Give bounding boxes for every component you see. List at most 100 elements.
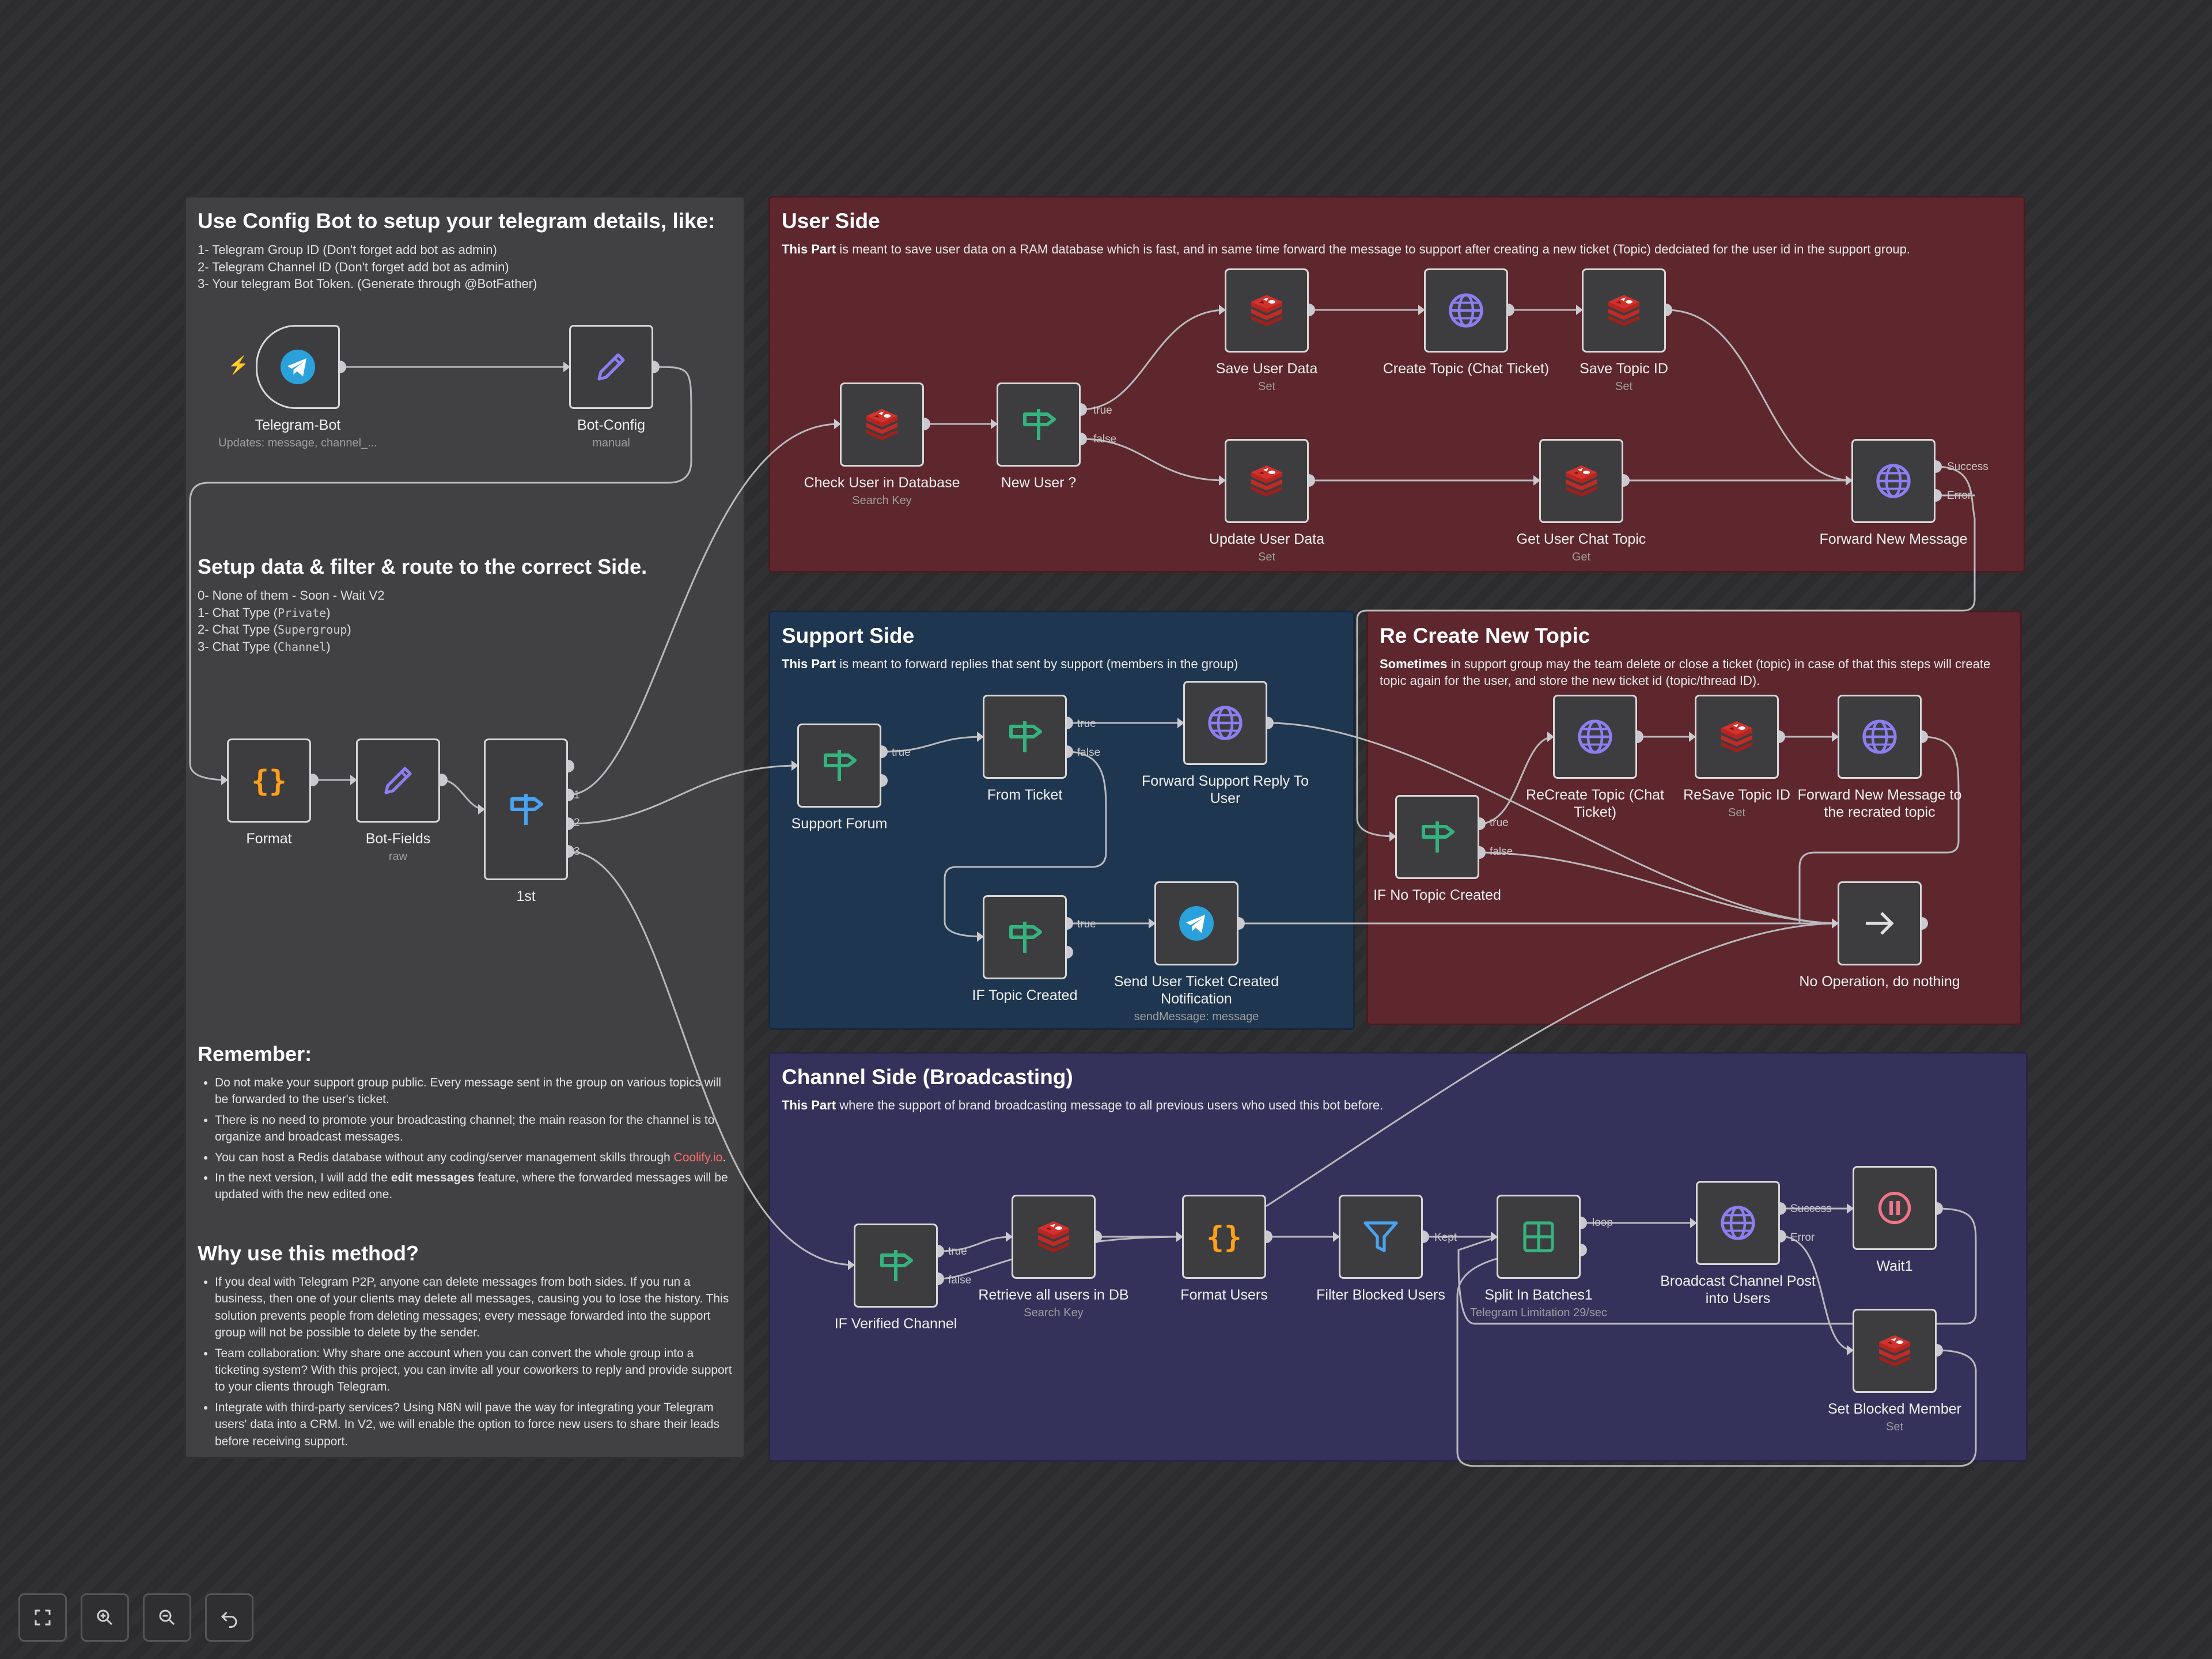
port-label-true: true bbox=[1077, 718, 1096, 730]
port-label-out3: 3 bbox=[574, 846, 580, 858]
arrow-right-icon bbox=[1859, 903, 1900, 944]
node-format-users[interactable]: {} Format Users bbox=[1180, 1195, 1268, 1303]
port-label-success: Success bbox=[1790, 1203, 1832, 1215]
node-forward-new[interactable]: Forward New Message bbox=[1819, 439, 1968, 547]
pencil-icon bbox=[377, 760, 419, 801]
setup-line: 0- None of them - Soon - Wait V2 bbox=[198, 588, 385, 603]
fit-button[interactable] bbox=[18, 1593, 67, 1642]
user-side-title: User Side bbox=[782, 209, 880, 233]
node-recreate-topic[interactable]: ReCreate Topic (Chat Ticket) bbox=[1526, 695, 1664, 820]
node-subtitle: Set bbox=[1257, 551, 1276, 563]
zoom-out-icon bbox=[157, 1607, 177, 1628]
sticky-user-side[interactable]: User Side This Part is meant to save use… bbox=[768, 196, 2025, 573]
node-label: Filter Blocked Users bbox=[1294, 1286, 1467, 1306]
svg-text:{}: {} bbox=[251, 764, 286, 798]
globe-icon bbox=[1873, 460, 1914, 502]
node-label: Save Topic ID Set bbox=[1537, 360, 1710, 393]
node-if-verified[interactable]: IF Verified Channel bbox=[835, 1224, 957, 1332]
user-side-desc: This Part is meant to save user data on … bbox=[782, 242, 1911, 256]
node-no-op[interactable]: No Operation, do nothing bbox=[1799, 881, 1960, 990]
node-label: IF Verified Channel bbox=[809, 1315, 982, 1335]
redis-icon bbox=[1560, 460, 1602, 502]
node-label: Format Users bbox=[1138, 1286, 1310, 1306]
node-subtitle: Updates: message, channel_... bbox=[218, 437, 377, 449]
node-if-topic-created[interactable]: IF Topic Created bbox=[972, 895, 1077, 1003]
node-subtitle: manual bbox=[592, 437, 630, 449]
globe-icon bbox=[1445, 290, 1487, 331]
node-title: Save Topic ID bbox=[1580, 361, 1668, 377]
node-title: Forward New Message to the recrated topi… bbox=[1797, 787, 1962, 820]
node-subtitle: Get bbox=[1571, 551, 1591, 563]
svg-text:{}: {} bbox=[1206, 1221, 1241, 1255]
node-support-forum[interactable]: Support Forum bbox=[791, 724, 887, 832]
braces-icon: {} bbox=[1203, 1216, 1245, 1257]
node-title: Set Blocked Member bbox=[1827, 1401, 1962, 1417]
node-filter-blocked[interactable]: Filter Blocked Users bbox=[1316, 1195, 1445, 1303]
node-title: New User ? bbox=[1001, 475, 1077, 491]
node-title: Create Topic (Chat Ticket) bbox=[1382, 361, 1550, 377]
node-format[interactable]: {}Format bbox=[227, 738, 311, 847]
undo-button[interactable] bbox=[205, 1593, 253, 1642]
port-label-out2: 2 bbox=[574, 817, 580, 829]
zoom-in-button[interactable] bbox=[81, 1593, 129, 1642]
port-label-false: false bbox=[948, 1274, 972, 1286]
node-label: Wait1 bbox=[1808, 1257, 1981, 1277]
switch-icon bbox=[505, 789, 547, 830]
node-subtitle: Set bbox=[1615, 380, 1633, 393]
setup-lines: 0- None of them - Soon - Wait V2 1- Chat… bbox=[198, 587, 732, 656]
node-title: Check User in Database bbox=[804, 475, 960, 491]
node-title: Telegram-Bot bbox=[255, 417, 341, 433]
node-label: Format bbox=[183, 830, 355, 850]
remember-item: Do not make your support group public. E… bbox=[215, 1074, 732, 1108]
port-label-true: true bbox=[1077, 918, 1096, 930]
node-first[interactable]: 1st bbox=[484, 738, 568, 904]
coolify-link[interactable]: Coolify.io bbox=[673, 1150, 723, 1164]
node-if-no-topic[interactable]: IF No Topic Created bbox=[1373, 795, 1501, 903]
node-wait1[interactable]: Wait1 bbox=[1853, 1166, 1937, 1274]
if-icon bbox=[1416, 816, 1458, 858]
node-label: Forward New Message to the recrated topi… bbox=[1793, 786, 1966, 823]
node-forward-recreated[interactable]: Forward New Message to the recrated topi… bbox=[1798, 695, 1961, 820]
node-from-ticket[interactable]: From Ticket bbox=[983, 695, 1067, 803]
node-subtitle: Search Key bbox=[1024, 1306, 1084, 1319]
node-label: Forward Support Reply To User bbox=[1139, 772, 1312, 809]
node-title: Filter Blocked Users bbox=[1316, 1287, 1445, 1303]
node-create-topic[interactable]: Create Topic (Chat Ticket) bbox=[1383, 268, 1549, 377]
node-label: 1st bbox=[440, 888, 612, 907]
redis-icon bbox=[1874, 1330, 1915, 1372]
zoom-out-button[interactable] bbox=[143, 1593, 191, 1642]
node-broadcast-post[interactable]: Broadcast Channel Post into Users bbox=[1660, 1181, 1816, 1306]
node-title: Format Users bbox=[1180, 1287, 1268, 1303]
node-subtitle: raw bbox=[388, 850, 408, 863]
why-item: If you deal with Telegram P2P, anyone ca… bbox=[215, 1274, 732, 1342]
why-list: If you deal with Telegram P2P, anyone ca… bbox=[198, 1274, 732, 1450]
config-lines: 1- Telegram Group ID (Don't forget add b… bbox=[198, 241, 732, 293]
support-side-title: Support Side bbox=[782, 624, 915, 647]
node-title: Forward New Message bbox=[1819, 531, 1968, 547]
if-icon bbox=[1004, 916, 1046, 958]
remember-item: There is no need to promote your broadca… bbox=[215, 1112, 732, 1146]
port-label-out1: 1 bbox=[574, 789, 580, 801]
node-title: ReSave Topic ID bbox=[1683, 787, 1790, 803]
why-item: Integrate with third-party services? Usi… bbox=[215, 1399, 732, 1450]
node-forward-reply[interactable]: Forward Support Reply To User bbox=[1142, 681, 1309, 806]
node-save-topic[interactable]: Save Topic ID Set bbox=[1580, 268, 1668, 393]
node-title: Get User Chat Topic bbox=[1516, 531, 1646, 547]
config-line: 1- Telegram Group ID (Don't forget add b… bbox=[198, 243, 497, 257]
node-new-user[interactable]: New User ? bbox=[997, 382, 1081, 491]
